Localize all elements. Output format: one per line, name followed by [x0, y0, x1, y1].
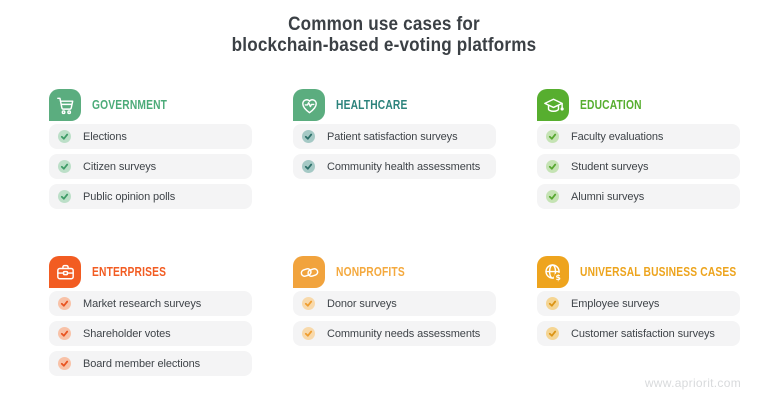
list-item: Public opinion polls [49, 184, 252, 209]
list-item: Market research surveys [49, 291, 252, 316]
list-item-label: Donor surveys [327, 297, 397, 310]
title-line-2: blockchain-based e-voting platforms [231, 35, 537, 56]
section-header: GOVERNMENT [49, 89, 252, 121]
check-icon [302, 297, 315, 310]
list-item: Citizen surveys [49, 154, 252, 179]
section-title: HEALTHCARE [336, 98, 408, 112]
title-line-1: Common use cases for [288, 14, 480, 35]
section-title: UNIVERSAL BUSINESS CASES [580, 265, 737, 279]
list-item: Community needs assessments [293, 321, 496, 346]
list-item-label: Employee surveys [571, 297, 660, 310]
check-icon [58, 357, 71, 370]
check-icon [58, 160, 71, 173]
list-item-label: Public opinion polls [83, 190, 176, 203]
list-item: Customer satisfaction surveys [537, 321, 740, 346]
section-header: NONPROFITS [293, 256, 496, 288]
briefcase-icon [49, 256, 81, 288]
check-icon [302, 327, 315, 340]
cart-icon [49, 89, 81, 121]
section-header: EDUCATION [537, 89, 740, 121]
list-item-label: Patient satisfaction surveys [327, 130, 458, 143]
list-item: Patient satisfaction surveys [293, 124, 496, 149]
list-item-label: Customer satisfaction surveys [571, 327, 715, 340]
list-item: Employee surveys [537, 291, 740, 316]
list-item: Alumni surveys [537, 184, 740, 209]
handshake-icon [293, 256, 325, 288]
list-item-label: Community needs assessments [327, 327, 481, 340]
list-item: Elections [49, 124, 252, 149]
list-item-label: Elections [83, 130, 127, 143]
graduation-cap-icon [537, 89, 569, 121]
list-item: Community health assessments [293, 154, 496, 179]
list-item-label: Board member elections [83, 357, 201, 370]
check-icon [546, 130, 559, 143]
list-item-label: Community health assessments [327, 160, 481, 173]
list-item-label: Market research surveys [83, 297, 202, 310]
heartbeat-icon [293, 89, 325, 121]
section-title: EDUCATION [580, 98, 642, 112]
list-item-label: Citizen surveys [83, 160, 157, 173]
list-item: Shareholder votes [49, 321, 252, 346]
check-icon [546, 327, 559, 340]
section-title: GOVERNMENT [92, 98, 168, 112]
check-icon [546, 160, 559, 173]
list-item-label: Shareholder votes [83, 327, 171, 340]
svg-text:$: $ [555, 272, 560, 281]
section-universal-business-cases: $ UNIVERSAL BUSINESS CASES Employee survey… [537, 256, 740, 351]
list-item-label: Alumni surveys [571, 190, 645, 203]
list-item-label: Student surveys [571, 160, 649, 173]
check-icon [302, 160, 315, 173]
section-header: $ UNIVERSAL BUSINESS CASES [537, 256, 740, 288]
check-icon [546, 190, 559, 203]
check-icon [58, 297, 71, 310]
section-header: HEALTHCARE [293, 89, 496, 121]
list-item: Student surveys [537, 154, 740, 179]
check-icon [302, 130, 315, 143]
check-icon [58, 130, 71, 143]
list-item: Donor surveys [293, 291, 496, 316]
section-header: ENTERPRISES [49, 256, 252, 288]
globe-dollar-icon: $ [537, 256, 569, 288]
section-title: ENTERPRISES [92, 265, 167, 279]
list-item-label: Faculty evaluations [571, 130, 664, 143]
list-item: Faculty evaluations [537, 124, 740, 149]
check-icon [546, 297, 559, 310]
check-icon [58, 190, 71, 203]
check-icon [58, 327, 71, 340]
list-item: Board member elections [49, 351, 252, 376]
page-title: Common use cases for blockchain-based e-… [0, 14, 768, 56]
website-watermark: www.apriorit.com [644, 376, 741, 390]
section-title: NONPROFITS [336, 265, 405, 279]
